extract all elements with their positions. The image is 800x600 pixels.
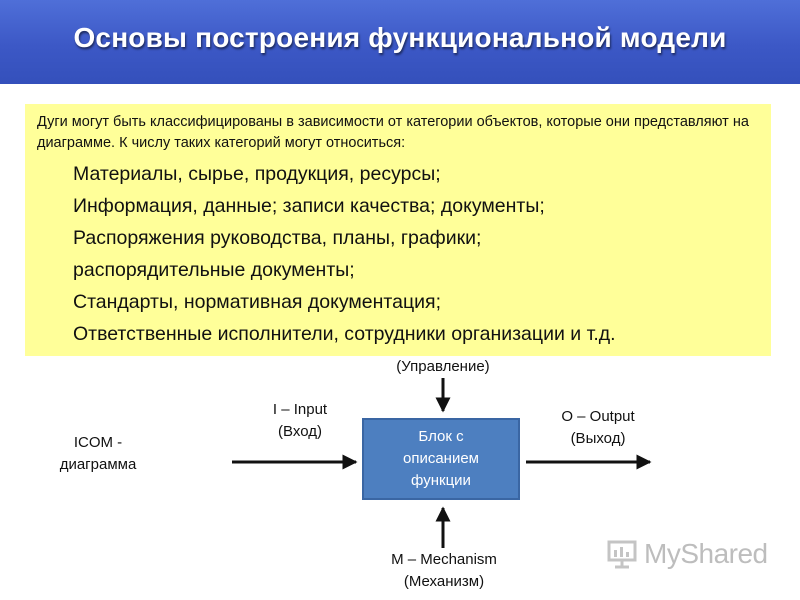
page-title: Основы построения функциональной модели [73,22,727,53]
function-block-label: Блок с описанием функции [402,428,479,489]
list-item: Стандарты, нормативная документация; [73,291,442,313]
watermark: MyShared [606,536,768,572]
output-label-line2: (Выход) [570,430,626,447]
presentation-board-icon [607,540,637,569]
control-label: (Управление) [396,358,490,375]
list-item: Материалы, сырье, продукция, ресурсы; [73,163,441,185]
list-item: Распоряжения руководства, планы, графики… [73,227,482,249]
mechanism-label-line2: (Механизм) [403,573,485,590]
mechanism-label-line1: M – Mechanism [391,551,497,568]
output-label-line1: O – Output [561,408,635,425]
title-bar: Основы построения функциональной модели [0,0,800,84]
note-intro: Дуги могут быть классифицированы в завис… [37,114,749,151]
input-label: I – Input (Вход) [240,399,360,443]
list-item: Ответственные исполнители, сотрудники ор… [73,323,616,345]
icom-caption: ICOM - диаграмма [38,432,158,476]
arc-categories-note: Дуги могут быть классифицированы в завис… [25,104,771,356]
watermark-text: MyShared [644,538,768,569]
list-item: распорядительные документы; [73,259,355,281]
function-block: Блок с описанием функции [362,418,520,500]
icom-caption-line1: ICOM - [73,434,123,451]
mechanism-label: M – Mechanism (Механизм) [364,549,524,593]
input-label-line1: I – Input [272,401,328,418]
input-label-line2: (Вход) [278,423,322,440]
category-list: Материалы, сырье, продукция, ресурсы; Ин… [37,158,761,350]
icom-caption-line2: диаграмма [59,456,137,473]
list-item: Информация, данные; записи качества; док… [73,195,545,217]
output-label: O – Output (Выход) [536,406,660,450]
